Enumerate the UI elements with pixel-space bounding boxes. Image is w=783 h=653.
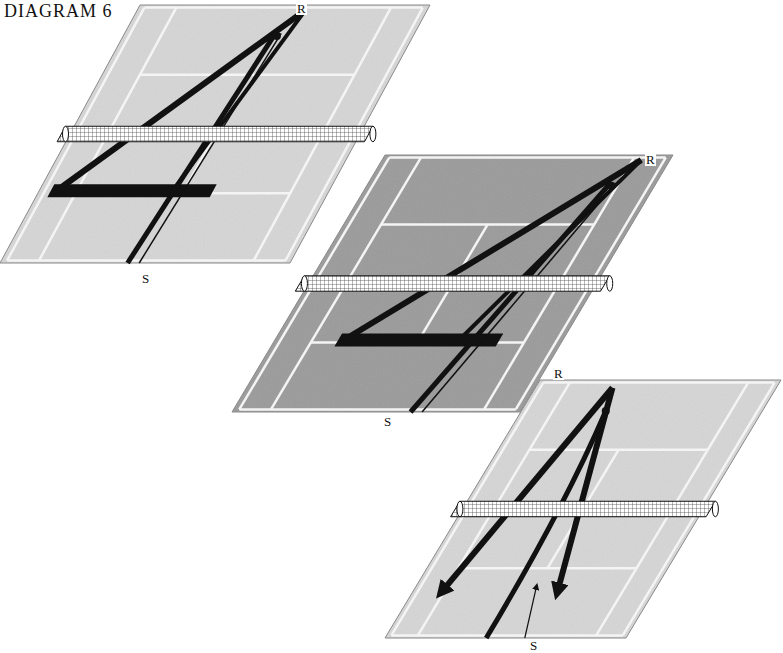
position-label: S — [529, 639, 538, 652]
net — [451, 501, 716, 516]
position-label: S — [141, 272, 150, 285]
net — [295, 276, 609, 291]
net — [57, 126, 373, 141]
position-label: S — [383, 415, 392, 428]
tennis-court — [385, 380, 781, 638]
tennis-court — [232, 155, 673, 412]
diagram-title: DIAGRAM 6 — [4, 2, 113, 20]
position-label: R — [553, 367, 564, 380]
position-label: R — [296, 2, 307, 15]
position-label: R — [645, 153, 656, 166]
